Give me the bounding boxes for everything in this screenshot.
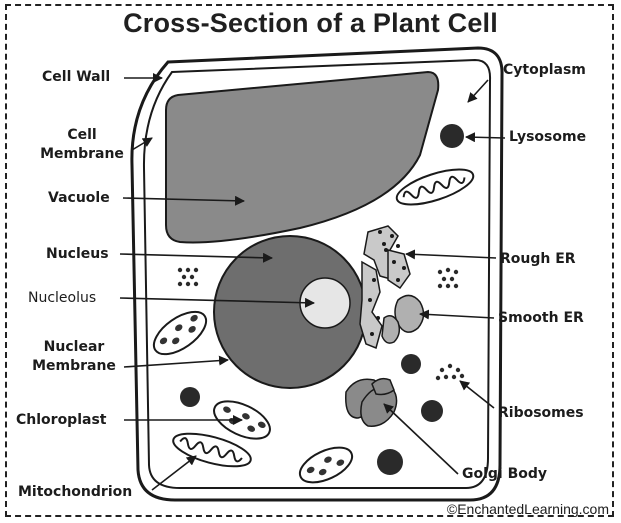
label-nuclear-membrane-line1: Nuclear <box>20 339 128 356</box>
label-lysosome: Lysosome <box>509 129 586 146</box>
label-chloroplast: Chloroplast <box>16 412 106 429</box>
vesicle <box>180 387 200 407</box>
vesicle <box>401 354 421 374</box>
label-rough-er: Rough ER <box>500 251 576 268</box>
vesicle <box>421 400 443 422</box>
label-nucleus: Nucleus <box>46 246 109 263</box>
label-cytoplasm: Cytoplasm <box>503 62 586 79</box>
label-cell-membrane-line2: Membrane <box>30 146 134 163</box>
lysosome <box>440 124 464 148</box>
arrow-lysosome <box>466 137 505 138</box>
label-cell-membrane-line1: Cell <box>30 127 134 144</box>
vesicle <box>377 449 403 475</box>
label-vacuole: Vacuole <box>48 190 110 207</box>
label-nuclear-membrane-line2: Membrane <box>20 358 128 375</box>
label-nucleolus: Nucleolus <box>28 290 96 307</box>
label-cell-wall: Cell Wall <box>42 69 110 86</box>
copyright-text: ©EnchantedLearning.com <box>447 501 609 517</box>
label-mitochondrion: Mitochondrion <box>18 484 132 501</box>
label-ribosomes: Ribosomes <box>498 405 584 422</box>
label-golgi-body: Golgi Body <box>462 466 547 483</box>
label-smooth-er: Smooth ER <box>498 310 584 327</box>
